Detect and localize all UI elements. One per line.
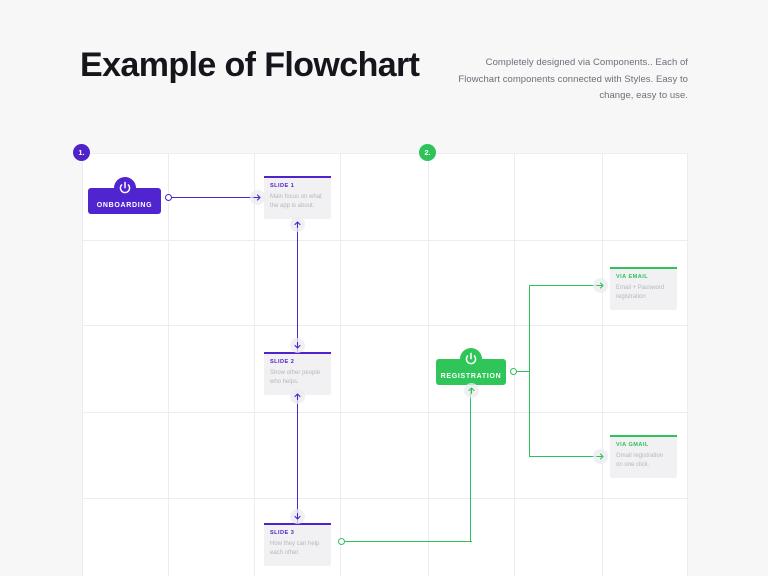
card-slide-1-body: Main focus on what the app is about. — [270, 194, 322, 209]
card-slide-3-title: SLIDE 3 — [270, 530, 295, 536]
card-via-gmail[interactable]: VIA GMAIL Gmail registration on one clic… — [610, 435, 677, 478]
grid-line-vertical — [254, 153, 255, 576]
arrow-head-registration-bottom — [464, 383, 479, 398]
grid-line-vertical — [602, 153, 603, 576]
arrow-head-slide1-bottom — [290, 217, 305, 232]
grid-line-vertical — [340, 153, 341, 576]
connector-registration-to-gmail — [529, 456, 599, 458]
step-badge-1-label: 1. — [78, 148, 85, 157]
grid-line-vertical — [428, 153, 429, 576]
grid-line-vertical — [168, 153, 169, 576]
card-slide-1-title: SLIDE 1 — [270, 183, 295, 189]
node-registration-label: REGISTRATION — [440, 373, 502, 380]
power-icon — [113, 177, 136, 199]
card-via-email-body: Email + Password registration — [616, 285, 665, 300]
card-slide-2[interactable]: SLIDE 2 Show other people who helps. — [264, 352, 331, 395]
card-slide-3[interactable]: SLIDE 3 How they can help each other. — [264, 523, 331, 566]
grid-line-horizontal — [82, 412, 688, 413]
arrow-head-gmail-in — [593, 449, 608, 464]
card-accent-rule — [264, 523, 331, 525]
step-badge-2-label: 2. — [424, 148, 431, 157]
intro-description: Completely designed via Components.. Eac… — [458, 57, 688, 101]
connector-slide3-to-registration-h — [344, 541, 472, 543]
card-accent-rule — [264, 176, 331, 178]
grid-background — [82, 153, 688, 576]
node-onboarding[interactable]: ONBOARDING — [88, 177, 161, 214]
power-icon — [460, 348, 482, 370]
grid-line-horizontal — [82, 153, 688, 154]
card-via-email-title: VIA EMAIL — [616, 274, 649, 280]
card-accent-rule — [610, 267, 677, 269]
page-title: Example of Flowchart — [80, 46, 420, 84]
connector-dot-onboarding-out[interactable] — [165, 194, 172, 201]
connector-onboarding-to-slide1 — [171, 197, 256, 199]
grid-line-vertical — [514, 153, 515, 576]
grid-line-horizontal — [82, 498, 688, 499]
card-via-gmail-body: Gmail registration on one click. — [616, 453, 664, 468]
arrow-head-slide1-in — [250, 190, 265, 205]
arrow-head-slide3-top — [290, 509, 305, 524]
card-slide-2-body: Show other people who helps. — [270, 370, 321, 385]
arrow-head-slide2-bottom — [290, 389, 305, 404]
grid-line-vertical — [687, 153, 688, 576]
connector-slide3-to-registration-v — [470, 390, 472, 542]
connector-slide2-to-slide3 — [297, 396, 299, 523]
connector-dot-registration-out[interactable] — [510, 368, 517, 375]
arrow-head-email-in — [593, 278, 608, 293]
card-via-gmail-title: VIA GMAIL — [616, 442, 649, 448]
step-badge-1: 1. — [73, 144, 90, 161]
node-onboarding-label: ONBOARDING — [96, 202, 153, 209]
arrow-head-slide2-top — [290, 338, 305, 353]
step-badge-2: 2. — [419, 144, 436, 161]
connector-slide1-to-slide2 — [297, 224, 299, 352]
connector-registration-stub — [516, 371, 530, 373]
node-registration[interactable]: REGISTRATION — [436, 348, 506, 385]
grid-line-vertical — [82, 153, 83, 576]
connector-dot-slide3-out[interactable] — [338, 538, 345, 545]
card-via-email[interactable]: VIA EMAIL Email + Password registration — [610, 267, 677, 310]
card-slide-2-title: SLIDE 2 — [270, 359, 295, 365]
grid-line-horizontal — [82, 325, 688, 326]
connector-registration-branch-v — [529, 285, 531, 457]
card-slide-1[interactable]: SLIDE 1 Main focus on what the app is ab… — [264, 176, 331, 219]
card-accent-rule — [264, 352, 331, 354]
grid-line-horizontal — [82, 240, 688, 241]
connector-registration-to-email — [529, 285, 599, 287]
card-slide-3-body: How they can help each other. — [270, 541, 320, 556]
card-accent-rule — [610, 435, 677, 437]
